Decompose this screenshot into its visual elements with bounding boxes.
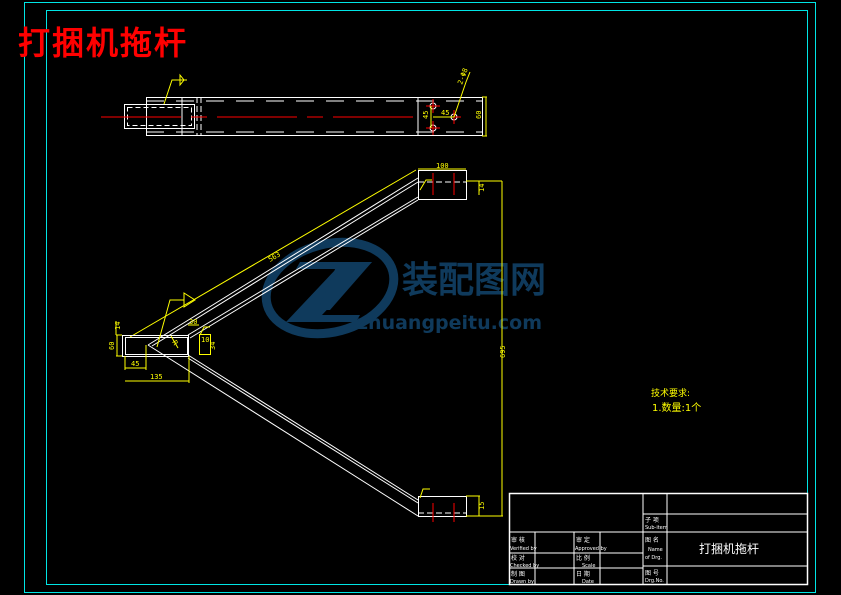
dim-hole-spacing-v: 45 [422, 111, 430, 119]
watermark-logo: 装配图网 zhuangpeitu.com [261, 237, 546, 339]
technical-requirements: 技术要求: 1.数量:1个 [651, 387, 701, 414]
dim-overall-height: 695 [499, 345, 507, 358]
tb-checked-en: Checked by [510, 563, 539, 569]
tb-name-en1: Name [648, 547, 663, 553]
dim-plate-h: 10 [201, 336, 209, 344]
dim-angle-r: R [170, 339, 179, 347]
tb-checked-cn: 校 对 [511, 554, 525, 562]
top-view: 45 45 60 2-Φ8 [101, 67, 487, 137]
title-block [508, 492, 809, 586]
dim-top-height: 60 [475, 111, 483, 119]
dim-left-offset: 45 [131, 360, 139, 368]
outer-frame [24, 2, 816, 593]
tb-scale-en: Scale [582, 563, 595, 569]
tb-subitem-cn: 子 项 [645, 517, 659, 524]
dim-bottom-block-small: 15 [478, 502, 486, 510]
title-block-text: 子 项 Sub-item 图 名 Name of Drg. 打捆机拖杆 图 号 … [510, 517, 759, 585]
tb-subitem-en: Sub-item [645, 525, 668, 531]
tb-drawn-cn: 制 图 [511, 570, 525, 578]
tech-req-item-1: 1.数量:1个 [652, 401, 701, 414]
front-view: 563 100 14 15 695 60 14 45 [108, 162, 507, 522]
tb-drgno-en: Drg.No. [645, 578, 664, 584]
tb-drawn-en: Drawn by [510, 579, 534, 585]
tb-verified-en: Verified by [510, 546, 537, 552]
tech-req-heading: 技术要求: [651, 387, 690, 399]
dim-left-block-top: 14 [114, 322, 122, 330]
watermark-cn: 装配图网 [402, 260, 546, 301]
tb-name-value: 打捆机拖杆 [699, 542, 759, 556]
inner-frame [46, 10, 808, 585]
tb-date-en: Date [582, 579, 594, 585]
dim-left-block-height: 60 [108, 342, 116, 350]
tb-approved-cn: 审 定 [576, 536, 590, 544]
dim-plate-side: 34 [209, 342, 217, 350]
tb-approved-en: Approved by [575, 546, 607, 552]
drawing-title: 打捆机拖杆 [18, 24, 189, 62]
dim-plate-w: 30 [189, 318, 197, 326]
watermark-url: zhuangpeitu.com [357, 312, 542, 334]
dim-left-length: 135 [150, 373, 163, 381]
dim-holes-callout: 2-Φ8 [456, 67, 469, 86]
tb-name-en2: of Drg. [645, 555, 662, 561]
tb-name-cn: 图 名 [645, 536, 659, 544]
dim-top-block-small: 14 [478, 184, 486, 192]
dim-top-block-width: 100 [436, 162, 449, 170]
tb-date-cn: 日 期 [576, 570, 590, 578]
tb-scale-cn: 比 例 [576, 554, 590, 562]
tb-verified-cn: 审 核 [511, 536, 525, 544]
tb-drgno-cn: 图 号 [645, 570, 659, 577]
dim-hole-spacing-h: 45 [441, 109, 449, 117]
